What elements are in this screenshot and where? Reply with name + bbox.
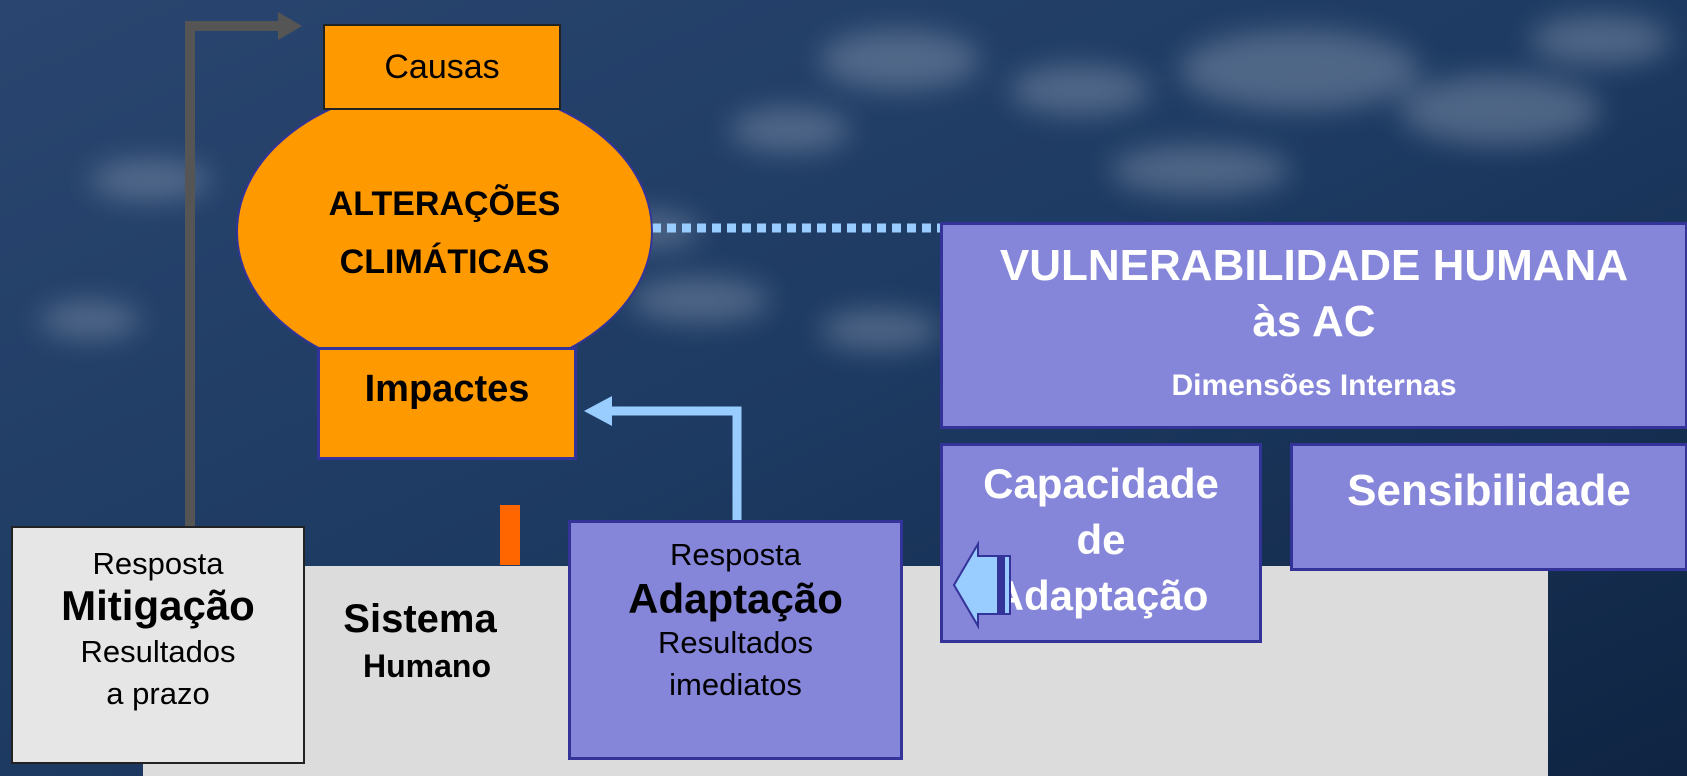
vulnerability-title-1: VULNERABILIDADE HUMANA — [999, 241, 1629, 290]
adaptation-response: Resposta — [670, 537, 801, 572]
mitigation-term: a prazo — [106, 676, 210, 711]
impacts-label: Impactes — [364, 368, 530, 410]
adaptation-arrow — [610, 406, 742, 523]
human-system-line-1: Sistema — [343, 597, 497, 641]
human-system-label: Sistema Humano — [325, 597, 515, 685]
climate-change-circle — [236, 84, 653, 379]
adaptation-immediate: imediatos — [669, 667, 802, 702]
left-arrow-icon — [952, 540, 1011, 630]
climate-change-label: ALTERAÇÕES CLIMÁTICAS — [236, 175, 653, 291]
mitigation-results: Resultados — [80, 634, 236, 669]
impacts-box: Impactes — [317, 347, 577, 460]
mitigation-arrow — [185, 21, 280, 530]
mitigation-response: Resposta — [92, 546, 224, 581]
adaptation-results: Resultados — [657, 625, 814, 660]
mitigation-box: Resposta Mitigação Resultados a prazo — [11, 526, 305, 764]
capacity-line-1: Capacidade — [983, 460, 1219, 507]
climate-line-2: CLIMÁTICAS — [339, 243, 550, 281]
human-system-line-2: Humano — [363, 648, 491, 684]
vulnerability-box: VULNERABILIDADE HUMANA às AC Dimensões I… — [940, 222, 1687, 429]
vulnerability-subtitle: Dimensões Internas — [1171, 369, 1457, 402]
sensitivity-label: Sensibilidade — [1347, 466, 1631, 515]
vulnerability-title-2: às AC — [1252, 297, 1376, 346]
adaptation-box: Resposta Adaptação Resultados imediatos — [568, 520, 903, 760]
climate-line-1: ALTERAÇÕES — [328, 185, 561, 223]
capacity-line-3: Adaptação — [993, 572, 1209, 619]
mitigation-arrowhead — [278, 12, 302, 40]
orange-marker — [500, 505, 520, 565]
capacity-line-2: de — [1076, 516, 1126, 563]
adaptation-title: Adaptação — [628, 575, 843, 622]
mitigation-title: Mitigação — [61, 582, 255, 629]
sensitivity-box: Sensibilidade — [1290, 443, 1687, 571]
adaptation-arrowhead — [584, 396, 612, 426]
causes-box: Causas — [323, 24, 561, 110]
causes-label: Causas — [384, 48, 500, 86]
